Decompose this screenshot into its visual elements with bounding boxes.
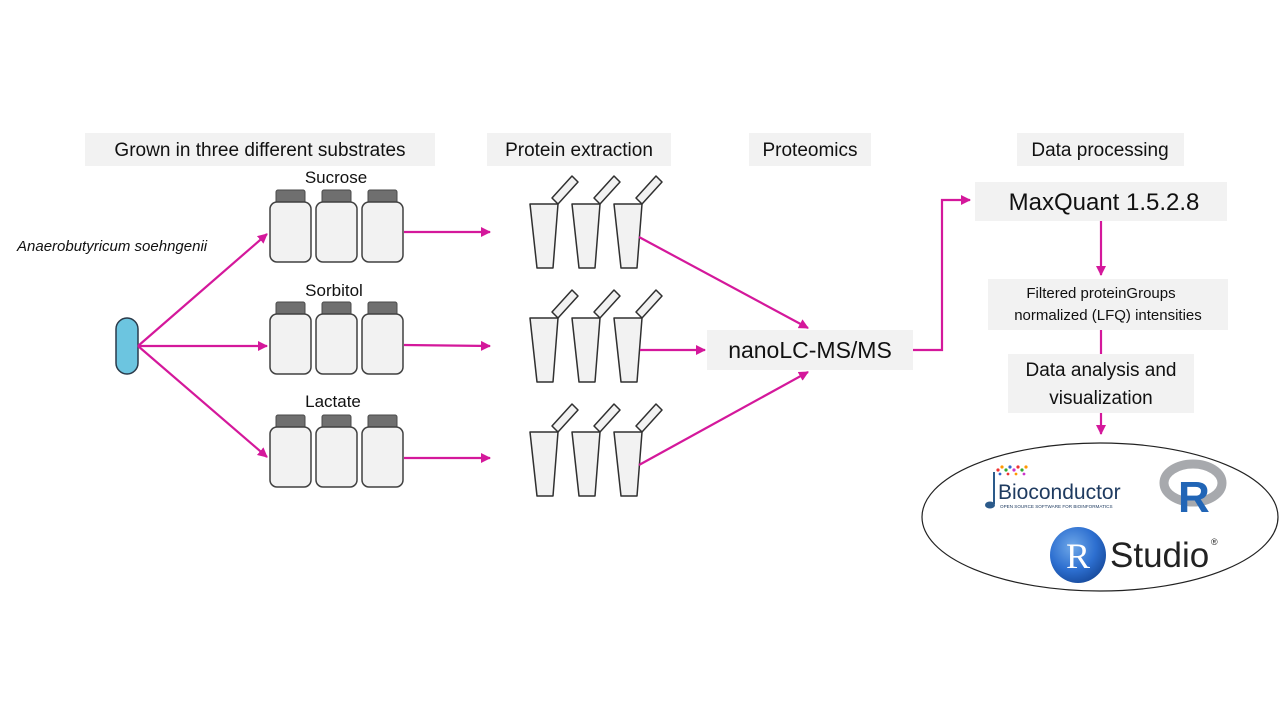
bottle bbox=[315, 414, 358, 488]
bottle bbox=[269, 301, 312, 375]
rstudio-logo: R Studio ® bbox=[1050, 527, 1218, 583]
bottle bbox=[269, 414, 312, 488]
bioconductor-icon bbox=[985, 465, 1028, 509]
arrow-ms-to-maxquant bbox=[913, 195, 971, 352]
header-proteomics-label: Proteomics bbox=[762, 140, 857, 161]
bacterial-cell bbox=[115, 317, 139, 375]
r-logo-letter: R bbox=[1178, 473, 1210, 522]
bottle bbox=[315, 189, 358, 263]
bioconductor-tagline: OPEN SOURCE SOFTWARE FOR BIOINFORMATICS bbox=[1000, 504, 1113, 509]
bottle bbox=[315, 301, 358, 375]
organism-label: Anaerobutyricum soehngenii bbox=[16, 238, 208, 255]
header-processing: Data processing bbox=[1017, 133, 1184, 166]
tube bbox=[571, 403, 621, 497]
bottle bbox=[361, 301, 404, 375]
bottle-group-lactate bbox=[269, 414, 404, 488]
tube-group-3 bbox=[529, 403, 663, 497]
analysis-line-2: visualization bbox=[1049, 388, 1153, 409]
tube bbox=[613, 289, 663, 383]
tube bbox=[529, 289, 579, 383]
rstudio-r-letter: R bbox=[1066, 536, 1090, 576]
tube bbox=[571, 289, 621, 383]
rstudio-wordmark: Studio bbox=[1110, 536, 1209, 575]
bioconductor-wordmark: Bioconductor bbox=[998, 481, 1121, 504]
arrow-cell-to-lactate bbox=[137, 345, 268, 458]
header-processing-label: Data processing bbox=[1031, 140, 1168, 161]
filtered-box: Filtered proteinGroups normalized (LFQ) … bbox=[988, 279, 1228, 330]
header-proteomics: Proteomics bbox=[749, 133, 871, 166]
arrow-tubes3-to-ms bbox=[638, 371, 809, 466]
header-growth-label: Grown in three different substrates bbox=[114, 140, 405, 161]
tools-ellipse bbox=[921, 442, 1279, 592]
bottle-group-sucrose bbox=[269, 189, 404, 263]
rstudio-circle bbox=[1050, 527, 1106, 583]
bottle-group-sorbitol bbox=[269, 301, 404, 375]
instrument-box: nanoLC-MS/MS bbox=[707, 330, 913, 370]
r-logo-ring bbox=[1159, 459, 1227, 507]
r-logo: R bbox=[1159, 459, 1227, 522]
substrate-label-sorbitol: Sorbitol bbox=[305, 281, 363, 300]
analysis-box: Data analysis and visualization bbox=[1008, 354, 1194, 413]
filtered-line-2: normalized (LFQ) intensities bbox=[1014, 307, 1202, 324]
bottle bbox=[361, 414, 404, 488]
tube-group-2 bbox=[529, 289, 663, 383]
bioconductor-logo: Bioconductor OPEN SOURCE SOFTWARE FOR BI… bbox=[985, 465, 1121, 509]
filtered-line-1: Filtered proteinGroups bbox=[1026, 285, 1175, 302]
arrow-cell-to-sucrose bbox=[137, 233, 268, 347]
tube bbox=[529, 403, 579, 497]
tube bbox=[571, 175, 621, 269]
analysis-line-1: Data analysis and bbox=[1025, 360, 1176, 381]
software-label: MaxQuant 1.5.2.8 bbox=[1009, 189, 1200, 216]
tube bbox=[613, 403, 663, 497]
registered-mark: ® bbox=[1211, 537, 1218, 547]
software-box: MaxQuant 1.5.2.8 bbox=[975, 182, 1227, 221]
tube bbox=[529, 175, 579, 269]
header-extraction-label: Protein extraction bbox=[505, 140, 653, 161]
bottle bbox=[269, 189, 312, 263]
tube-group-1 bbox=[529, 175, 663, 269]
arrow-tubes1-to-ms bbox=[638, 236, 809, 329]
arrow-sorbitol-to-extraction bbox=[403, 340, 491, 351]
header-extraction: Protein extraction bbox=[487, 133, 671, 166]
instrument-label: nanoLC-MS/MS bbox=[728, 337, 892, 363]
substrate-label-lactate: Lactate bbox=[305, 392, 361, 411]
header-growth: Grown in three different substrates bbox=[85, 133, 435, 166]
substrate-label-sucrose: Sucrose bbox=[305, 168, 367, 187]
tube bbox=[613, 175, 663, 269]
bottle bbox=[361, 189, 404, 263]
